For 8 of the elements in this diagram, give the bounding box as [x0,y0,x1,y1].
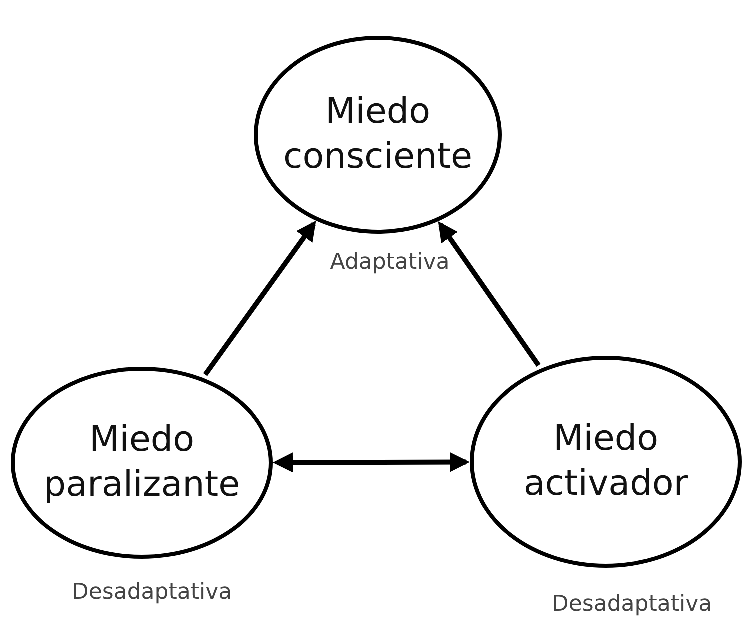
node-label: Desadaptativa [72,580,232,605]
node-label: Miedo consciente [282,90,474,179]
arrow [273,452,470,473]
node-label: Miedo activador [522,418,690,506]
arrow [438,222,541,368]
node-label: Adaptativa [330,250,450,275]
node-label: Desadaptativa [552,592,712,617]
node-label: Miedo paralizante [42,418,242,507]
